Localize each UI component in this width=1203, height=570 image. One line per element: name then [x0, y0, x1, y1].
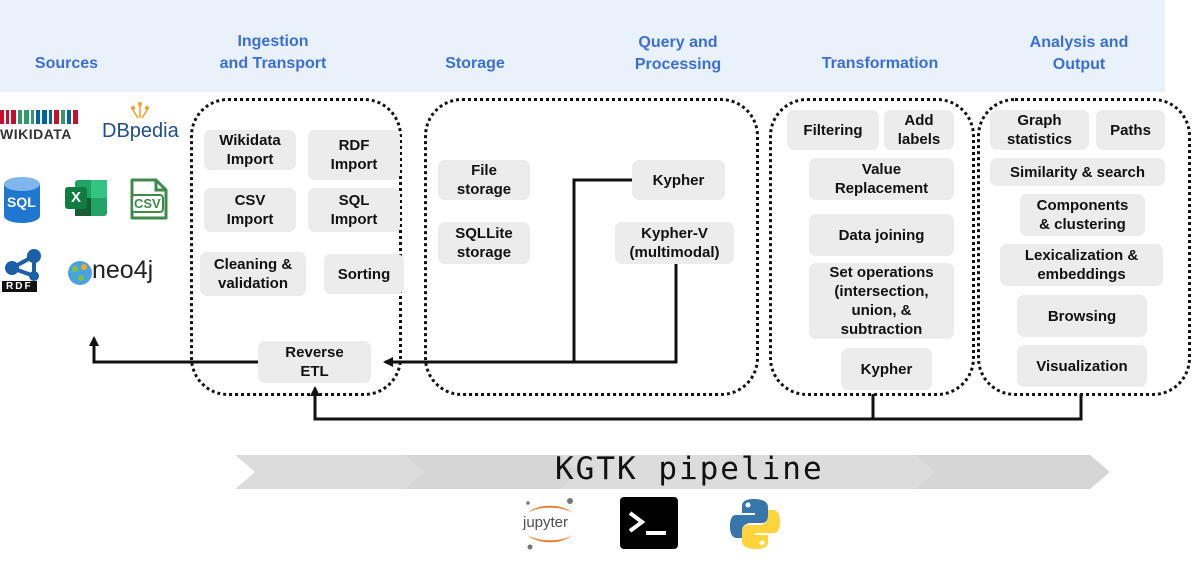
analysis-group [977, 98, 1191, 396]
excel-text: X [71, 189, 82, 206]
data-joining-box: Data joining [809, 214, 954, 256]
graph-statistics-box: Graph statistics [990, 110, 1089, 150]
add-labels-box: Add labels [884, 110, 954, 150]
pipeline-label: KGTK pipeline [555, 451, 824, 487]
header-sources: Sources [34, 55, 99, 72]
value-replacement-box: Value Replacement [809, 158, 954, 200]
rdf-text: RDF [2, 281, 37, 292]
cleaning-validation-box: Cleaning & validation [200, 252, 306, 296]
storage-query-group [424, 98, 759, 396]
reverse-etl-box: Reverse ETL [258, 341, 371, 383]
rdf-import-box: RDF Import [308, 130, 400, 180]
wikidata-import-box: Wikidata Import [204, 130, 296, 170]
dbpedia-logo: DBpedia [100, 98, 180, 148]
rdf-icon: RDF [0, 248, 50, 296]
wikidata-logo: WIKIDATA [0, 108, 85, 148]
kypher-transformation-box: Kypher [841, 348, 932, 390]
header-storage: Storage [445, 55, 505, 72]
set-operations-box: Set operations (intersection, union, & s… [809, 263, 954, 339]
components-clustering-box: Components & clustering [1020, 194, 1145, 236]
kypher-query-box: Kypher [632, 160, 725, 200]
lexicalization-embeddings-box: Lexicalization & embeddings [1000, 244, 1163, 286]
visualization-box: Visualization [1017, 345, 1147, 387]
browsing-box: Browsing [1017, 295, 1147, 337]
csv-file-icon: CSV [128, 176, 172, 222]
header-ingestion: Ingestion and Transport [219, 33, 327, 72]
similarity-search-box: Similarity & search [990, 158, 1165, 186]
excel-icon: X [63, 178, 109, 218]
terminal-icon [620, 497, 678, 549]
kypher-v-box: Kypher-V (multimodal) [615, 222, 734, 264]
python-logo [728, 497, 782, 551]
sqllite-storage-box: SQLLite storage [438, 222, 530, 264]
sql-import-box: SQL Import [308, 188, 400, 232]
file-storage-box: File storage [438, 160, 530, 200]
ingestion-group [190, 98, 402, 396]
csv-import-box: CSV Import [204, 188, 296, 232]
dbpedia-text: DBpedia [102, 120, 179, 142]
header-transformation: Transformation [821, 55, 939, 72]
paths-box: Paths [1096, 110, 1165, 150]
sorting-box: Sorting [324, 254, 404, 294]
header-query: Query and Processing [634, 34, 722, 73]
sql-database-icon: SQL [2, 176, 42, 224]
jupyter-text: jupyter [523, 514, 569, 531]
neo4j-text: neo4j [92, 256, 154, 284]
header-analysis: Analysis and Output [1029, 34, 1129, 73]
jupyter-logo: jupyter [520, 495, 580, 553]
header-band [0, 0, 1165, 92]
filtering-box: Filtering [787, 110, 879, 150]
sql-text: SQL [7, 194, 36, 210]
csv-text: CSV [131, 194, 164, 213]
wikidata-text: WIKIDATA [0, 126, 72, 142]
neo4j-logo: neo4j [66, 256, 176, 290]
